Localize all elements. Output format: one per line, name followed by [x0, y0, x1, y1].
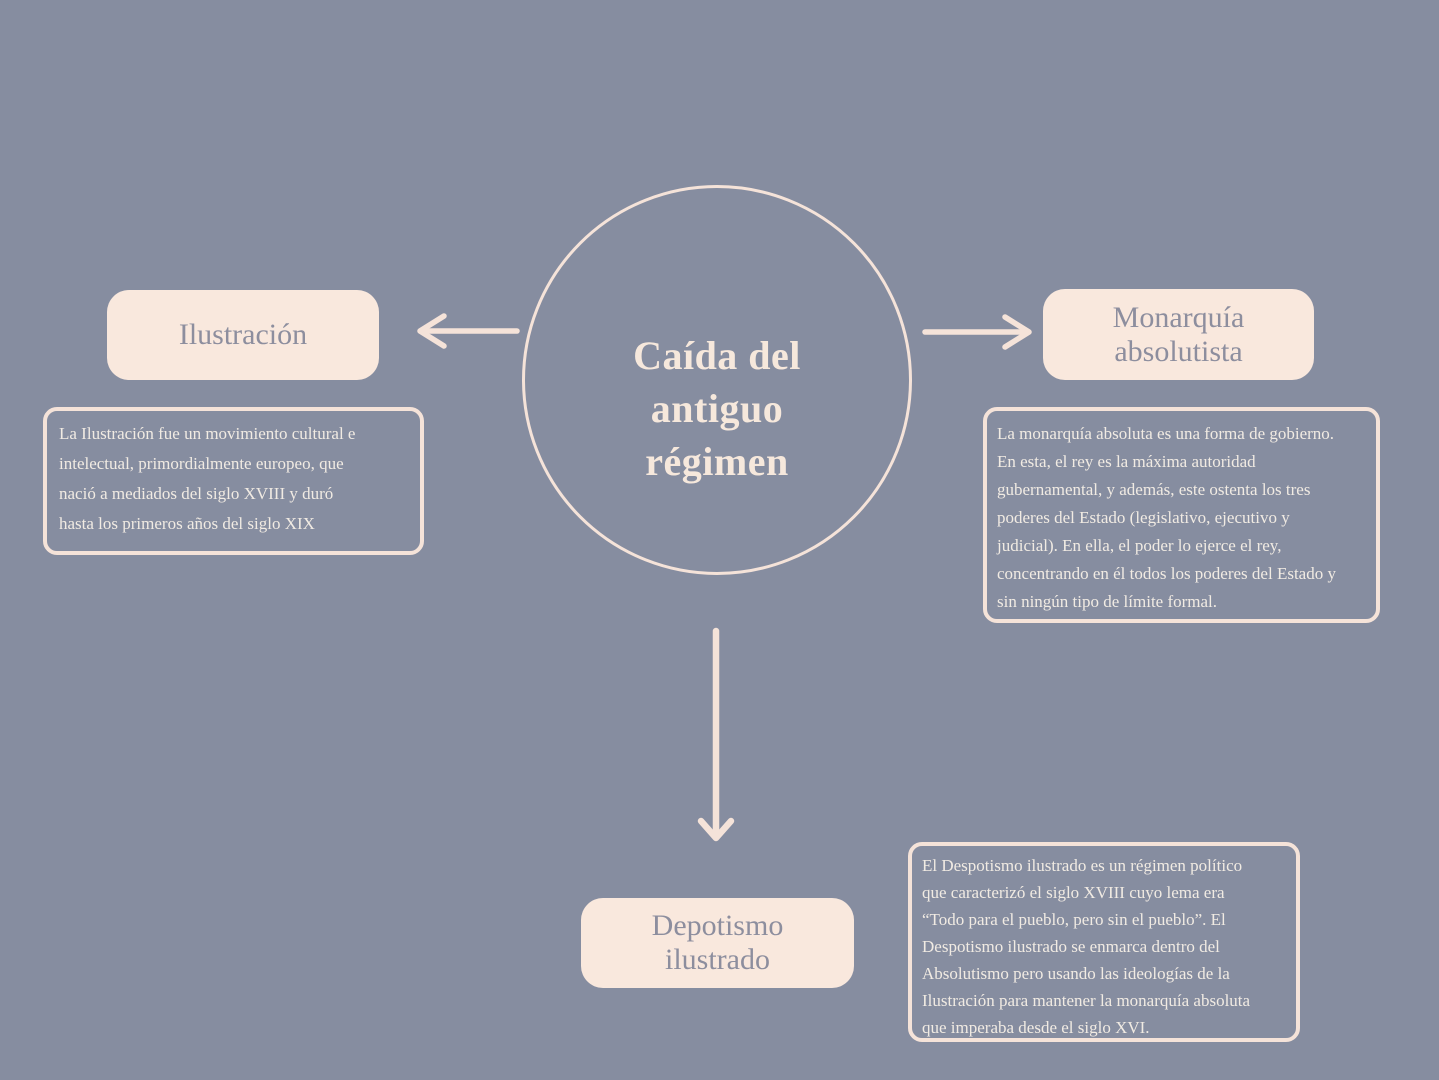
- node-despotismo-ilustrado: Depotismo ilustrado: [581, 898, 854, 988]
- node-monarquia-label: Monarquía absolutista: [1112, 300, 1245, 368]
- arrow-down-icon: [697, 627, 735, 842]
- arrow-right-icon: [922, 314, 1032, 350]
- note-ilustracion: La Ilustración fue un movimiento cultura…: [43, 407, 424, 555]
- node-ilustracion-label: Ilustración: [178, 318, 308, 351]
- central-topic-title: Caída del antiguo régimen: [633, 332, 801, 484]
- central-topic-node: Caída del antiguo régimen: [522, 185, 912, 575]
- note-monarquia-text: La monarquía absoluta es una forma de go…: [997, 424, 1336, 611]
- note-monarquia-absolutista: La monarquía absoluta es una forma de go…: [983, 407, 1380, 623]
- note-ilustracion-text: La Ilustración fue un movimiento cultura…: [59, 424, 356, 533]
- node-despotismo-label: Depotismo ilustrado: [651, 909, 784, 976]
- node-ilustracion: Ilustración: [107, 290, 379, 380]
- note-despotismo-ilustrado: El Despotismo ilustrado es un régimen po…: [908, 842, 1300, 1042]
- node-monarquia-absolutista: Monarquía absolutista: [1043, 289, 1314, 380]
- arrow-left-icon: [417, 313, 520, 349]
- note-despotismo-text: El Despotismo ilustrado es un régimen po…: [922, 856, 1251, 1037]
